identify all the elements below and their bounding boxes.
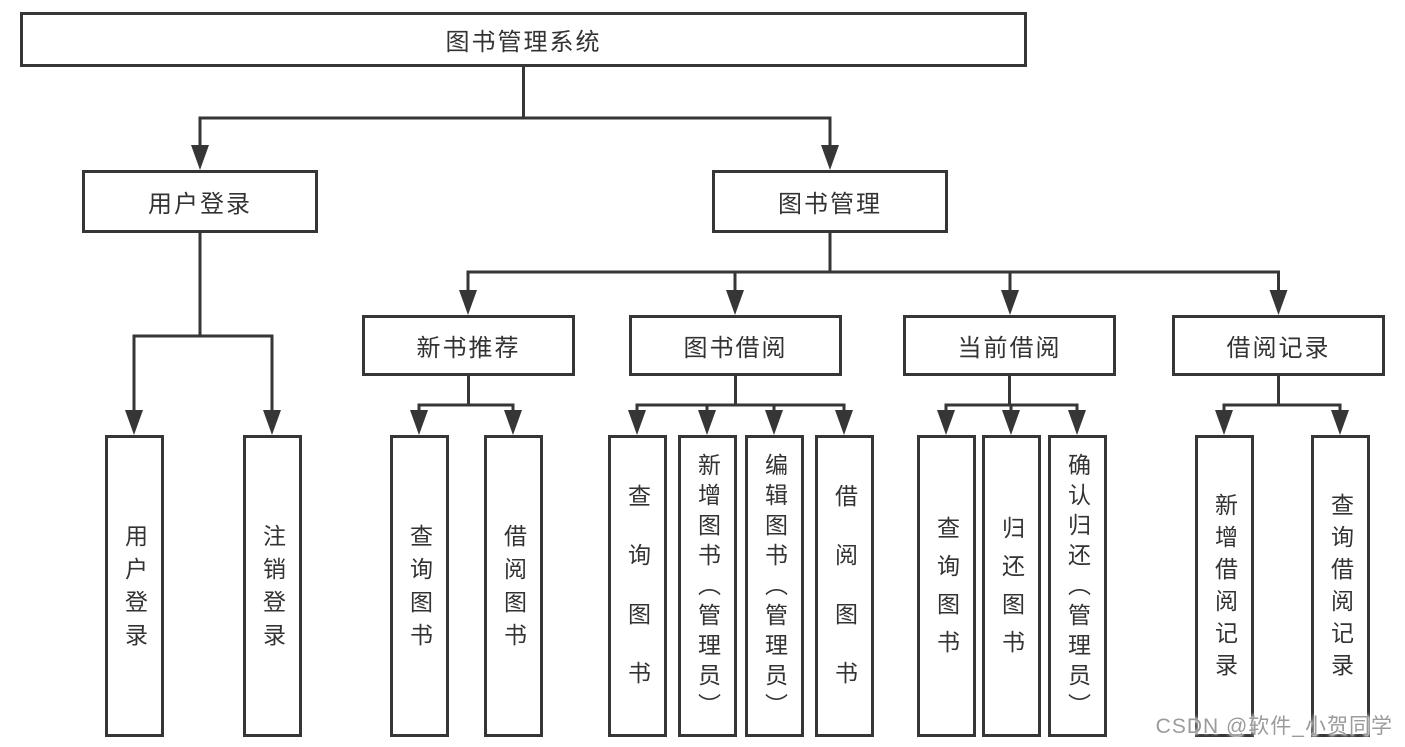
leaf-return-books: 归还图书: [982, 435, 1041, 737]
leaf-query-books-current: 查询图书: [917, 435, 976, 737]
node-label: 编辑图书（管理员）: [761, 453, 788, 723]
node-label: 查询借阅记录: [1327, 493, 1354, 685]
leaf-borrow-books-recommend: 借阅图书: [484, 435, 543, 737]
node-book-management: 图书管理: [712, 170, 948, 233]
node-label: 用户登录: [121, 524, 148, 656]
leaf-query-borrow-record: 查询借阅记录: [1311, 435, 1370, 737]
node-label: 当前借阅: [957, 335, 1062, 362]
node-label: 新增图书（管理员）: [694, 453, 721, 723]
node-label: 图书借阅: [683, 335, 788, 362]
node-label: 图书管理: [778, 191, 882, 218]
leaf-user-login: 用户登录: [105, 435, 164, 737]
node-label: 用户登录: [148, 191, 252, 218]
node-label: 查询图书: [624, 484, 651, 720]
node-label: 新书推荐: [416, 335, 521, 362]
node-label: 借阅图书: [831, 484, 858, 720]
leaf-logout: 注销登录: [243, 435, 302, 737]
node-library-management-system: 图书管理系统: [20, 12, 1027, 67]
watermark: CSDN @软件_小贺同学: [1155, 715, 1393, 738]
node-label: 注销登录: [259, 524, 286, 656]
node-label: 借阅图书: [500, 524, 527, 656]
node-new-book-recommendation: 新书推荐: [362, 315, 575, 376]
leaf-add-borrow-record: 新增借阅记录: [1195, 435, 1254, 737]
leaf-borrow-books-borrow: 借阅图书: [815, 435, 874, 737]
node-current-borrowing: 当前借阅: [903, 315, 1116, 376]
node-label: 借阅记录: [1226, 335, 1331, 362]
node-label: 归还图书: [998, 516, 1025, 668]
leaf-confirm-return-admin: 确认归还（管理员）: [1048, 435, 1107, 737]
node-user-login: 用户登录: [82, 170, 318, 233]
node-book-borrowing: 图书借阅: [629, 315, 842, 376]
node-borrowing-records: 借阅记录: [1172, 315, 1385, 376]
node-label: 图书管理系统: [445, 29, 602, 56]
node-label: 新增借阅记录: [1211, 493, 1238, 685]
leaf-add-books-admin: 新增图书（管理员）: [678, 435, 737, 737]
node-label: 查询图书: [933, 516, 960, 668]
leaf-query-books-recommend: 查询图书: [390, 435, 449, 737]
leaf-query-books-borrow: 查询图书: [608, 435, 667, 737]
node-label: 查询图书: [406, 524, 433, 656]
node-label: 确认归还（管理员）: [1064, 453, 1091, 723]
leaf-edit-books-admin: 编辑图书（管理员）: [745, 435, 804, 737]
